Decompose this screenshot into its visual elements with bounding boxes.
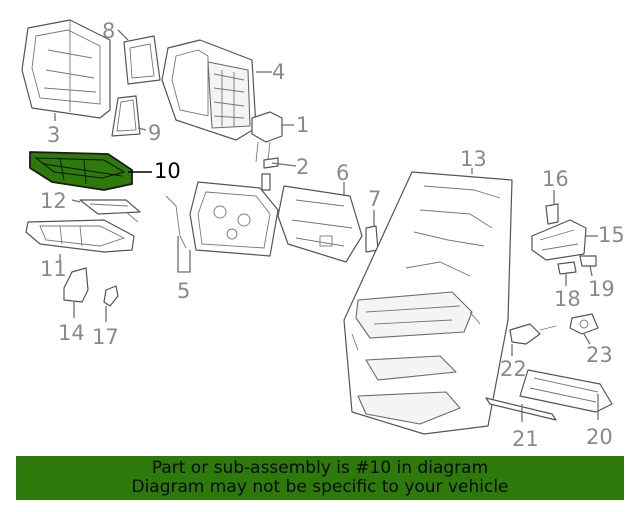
banner-line-2: Diagram may not be specific to your vehi… bbox=[131, 477, 509, 497]
parts-diagram: 1 2 3 4 5 6 7 8 9 10 11 12 13 14 15 16 1… bbox=[21, 19, 625, 451]
callout-17: 17 bbox=[92, 325, 119, 349]
callout-1: 1 bbox=[296, 113, 309, 137]
part-16-clip[interactable] bbox=[545, 203, 559, 225]
callout-7: 7 bbox=[368, 187, 381, 211]
callout-12: 12 bbox=[40, 189, 67, 213]
callout-4: 4 bbox=[272, 60, 285, 84]
callout-9: 9 bbox=[148, 121, 161, 145]
callout-2: 2 bbox=[296, 155, 309, 179]
part-14-side-trim[interactable] bbox=[63, 267, 89, 303]
callout-23: 23 bbox=[586, 343, 613, 367]
callout-19: 19 bbox=[588, 277, 615, 301]
callout-13: 13 bbox=[460, 147, 487, 171]
part-7-bracket[interactable] bbox=[365, 225, 379, 253]
part-4-seatback-frame[interactable] bbox=[161, 39, 257, 141]
part-2-guide[interactable] bbox=[261, 157, 279, 191]
part-12-cover[interactable] bbox=[79, 199, 141, 223]
part-20-track[interactable] bbox=[519, 369, 613, 413]
part-18-clip[interactable] bbox=[557, 261, 577, 275]
part-1-headrest[interactable] bbox=[251, 111, 283, 163]
callout-11: 11 bbox=[40, 257, 67, 281]
callout-21: 21 bbox=[512, 427, 539, 451]
callout-14: 14 bbox=[58, 321, 85, 345]
part-23-motor[interactable] bbox=[569, 313, 599, 335]
part-15-side-shield[interactable] bbox=[531, 219, 587, 261]
callout-22: 22 bbox=[500, 357, 527, 381]
callout-16: 16 bbox=[542, 167, 569, 191]
part-10-cushion-pad[interactable] bbox=[29, 151, 133, 191]
part-6-board[interactable] bbox=[277, 185, 363, 263]
part-13-frame-assembly[interactable] bbox=[343, 171, 513, 435]
callout-6: 6 bbox=[336, 161, 349, 185]
info-banner: Part or sub-assembly is #10 in diagram D… bbox=[16, 456, 624, 500]
part-21-rail[interactable] bbox=[485, 397, 557, 421]
callout-15: 15 bbox=[598, 223, 625, 247]
part-5-rear-panel[interactable] bbox=[165, 181, 279, 257]
callout-18: 18 bbox=[554, 287, 581, 311]
part-9-pad[interactable] bbox=[111, 95, 141, 137]
callout-3: 3 bbox=[47, 123, 60, 147]
callout-20: 20 bbox=[586, 425, 613, 449]
callout-8: 8 bbox=[102, 19, 115, 43]
callout-10: 10 bbox=[154, 159, 181, 183]
callout-labels: 1 2 3 4 5 6 7 8 9 10 11 12 13 14 15 16 1… bbox=[40, 19, 625, 451]
part-22-harness[interactable] bbox=[509, 323, 557, 345]
part-17-bracket[interactable] bbox=[103, 285, 119, 307]
part-11-cushion-frame[interactable] bbox=[25, 219, 135, 253]
banner-line-1: Part or sub-assembly is #10 in diagram bbox=[151, 458, 489, 478]
leader-lines bbox=[54, 29, 599, 422]
callout-5: 5 bbox=[177, 279, 190, 303]
part-19-clip[interactable] bbox=[579, 255, 597, 267]
part-3-seatback[interactable] bbox=[21, 19, 111, 119]
part-8-panel[interactable] bbox=[123, 35, 161, 85]
